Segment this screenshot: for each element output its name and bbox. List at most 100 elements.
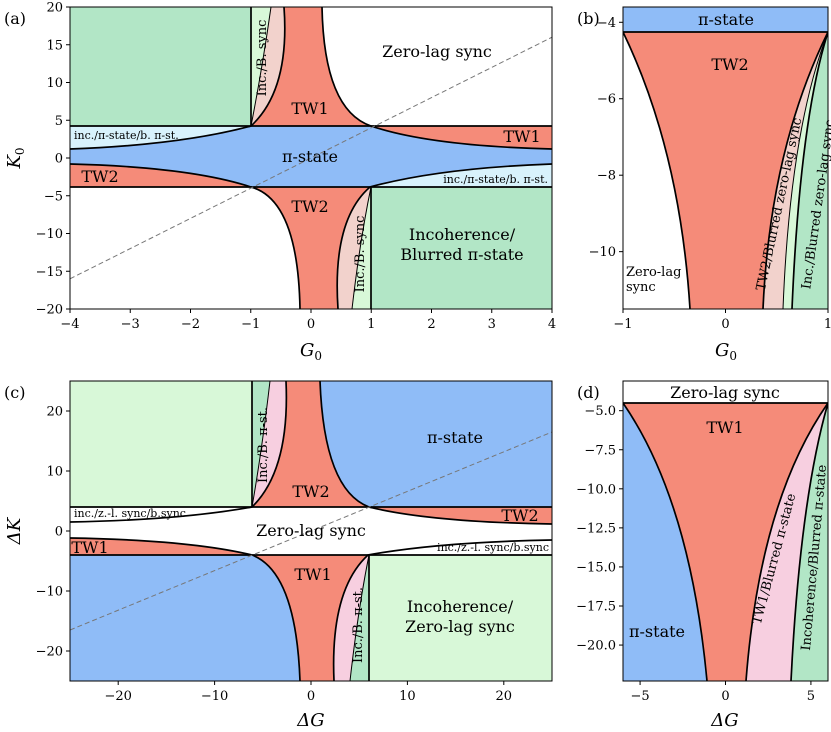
region-c-tw1-bottom	[252, 555, 368, 681]
panel-a-label: (a)	[4, 9, 26, 28]
region-b-green	[792, 32, 828, 309]
region-c-light-green-top-left	[70, 381, 252, 507]
panel-c: π-state Inc./B. π-st. TW2 inc./z.-l. syn…	[4, 380, 553, 731]
x-tick-label: 4	[548, 317, 556, 332]
y-tick-label: −15.0	[576, 560, 616, 575]
region-a-tw2-left	[70, 164, 251, 187]
x-tick-label: 5	[807, 689, 815, 704]
region-d-pink	[746, 403, 828, 681]
y-tick-label: −10	[36, 227, 63, 242]
region-d-boundaries	[623, 402, 828, 681]
x-tick-label: −5	[630, 689, 649, 704]
y-tick-label: −10	[36, 585, 63, 600]
label-a-incoherence-line2: Blurred π-state	[400, 245, 523, 264]
label-c-tw1-left: TW1	[71, 538, 108, 557]
panel-a-region-labels: Zero-lag sync Inc./B. sync TW1 inc./π-st…	[74, 20, 548, 293]
y-tick-label: 10	[46, 76, 63, 91]
panel-c-label: (c)	[4, 383, 25, 402]
panel-d-label: (d)	[577, 383, 600, 402]
panel-a-plot-area	[70, 7, 552, 309]
region-c-tw1-left	[70, 538, 252, 555]
x-tick-label: 10	[399, 689, 416, 704]
y-tick-label: 0	[55, 525, 63, 540]
x-tick-label: 1	[824, 317, 831, 332]
y-tick-label: −15	[36, 265, 63, 280]
label-b-pi-state: π-state	[698, 10, 754, 29]
panel-d-y-axis: −20.0−17.5−15.0−12.5−10.0−7.5−5.0	[576, 404, 623, 654]
region-c-green-bottom	[350, 555, 369, 681]
panel-d-plot-area	[623, 381, 828, 681]
x-tick-label: 3	[488, 317, 496, 332]
panel-c-plot-area	[70, 381, 552, 681]
y-tick-label: 20	[46, 1, 63, 16]
region-d-green	[791, 403, 828, 681]
y-tick-label: 0	[55, 152, 63, 167]
x-tick-label: −1	[613, 317, 632, 332]
region-d-zero-lag-sync	[623, 381, 828, 403]
region-a-boundaries	[70, 7, 552, 309]
label-c-zero-lag-sync: Zero-lag sync	[256, 521, 366, 540]
x-tick-label: −10	[201, 689, 228, 704]
panel-c-ylabel: ΔK	[4, 516, 25, 545]
label-a-tw1-top: TW1	[291, 99, 328, 118]
label-c-incoherence-line2: Zero-lag sync	[405, 617, 515, 636]
label-d-tw1: TW1	[706, 418, 743, 437]
panel-b-y-axis: −10−8−6−4	[589, 16, 623, 260]
label-a-inc-b-sync-bottom: Inc./B. sync	[353, 216, 368, 293]
y-tick-label: −7.5	[584, 443, 616, 458]
region-c-boundaries	[70, 381, 552, 681]
region-c-tw2-top	[253, 381, 369, 507]
label-b-tw2: TW2	[711, 55, 748, 74]
region-b-tw2	[623, 32, 828, 309]
region-c-pink-bottom	[333, 555, 369, 681]
label-b-sync: sync	[626, 280, 656, 295]
label-c-inc-b-pi-top: Inc./B. π-st.	[256, 407, 271, 483]
region-a-pi-state	[70, 126, 552, 187]
label-a-inc-b-sync-top: Inc./B. sync	[255, 20, 270, 97]
panel-d: Zero-lag sync TW1 π-state TW1/Blurred π-…	[576, 380, 830, 731]
region-c-green-top	[252, 381, 270, 507]
y-tick-label: −17.5	[576, 600, 616, 615]
x-tick-label: −3	[121, 317, 140, 332]
dashed-line-c	[70, 431, 552, 631]
label-b-zero-lag: Zero-lag	[626, 265, 681, 280]
y-tick-label: −20.0	[576, 639, 616, 654]
region-a-tw1-top	[252, 7, 371, 126]
y-tick-label: −10.0	[576, 482, 616, 497]
x-tick-label: 0	[307, 689, 315, 704]
label-a-inc-pi-left: inc./π-state/b. π-st.	[74, 129, 179, 142]
panel-a: Zero-lag sync Inc./B. sync TW1 inc./π-st…	[4, 1, 556, 364]
label-c-inc-b-pi-bottom: Inc./B. π-st.	[351, 587, 366, 663]
x-tick-label: −4	[60, 317, 79, 332]
dashed-line-a	[70, 36, 552, 280]
panel-c-region-labels: π-state Inc./B. π-st. TW2 inc./z.-l. syn…	[71, 407, 549, 663]
label-c-inc-zl-right: inc./z.-l. sync/b.sync	[437, 541, 549, 554]
panel-b-plot-area	[623, 7, 828, 309]
y-tick-label: 15	[46, 38, 63, 53]
region-a-cyan-left	[70, 126, 251, 149]
panel-a-xlabel: G0	[300, 340, 322, 363]
label-a-tw1-right: TW1	[503, 127, 540, 146]
panel-a-ylabel: K0	[4, 147, 27, 169]
region-c-blue-bottom-left	[70, 555, 300, 681]
region-b-light-green	[783, 32, 828, 309]
region-a-cyan-right	[371, 164, 552, 187]
region-a-tw1-right	[371, 126, 552, 149]
region-a-pink-top	[251, 7, 285, 126]
label-d-pi-state: π-state	[629, 622, 685, 641]
label-a-incoherence-line1: Incoherence/	[409, 225, 516, 244]
y-tick-label: −20	[36, 645, 63, 660]
region-a-pink-bottom	[337, 187, 371, 309]
region-b-pi-state	[623, 7, 828, 32]
y-tick-label: −5	[44, 189, 63, 204]
label-d-zero-lag-sync: Zero-lag sync	[670, 383, 780, 402]
x-tick-label: 20	[496, 689, 513, 704]
label-a-tw2-left: TW2	[81, 167, 118, 186]
region-a-inc-b-sync-bottom	[352, 187, 371, 309]
label-c-inc-zl-left: inc./z.-l. sync/b.sync	[74, 507, 186, 520]
